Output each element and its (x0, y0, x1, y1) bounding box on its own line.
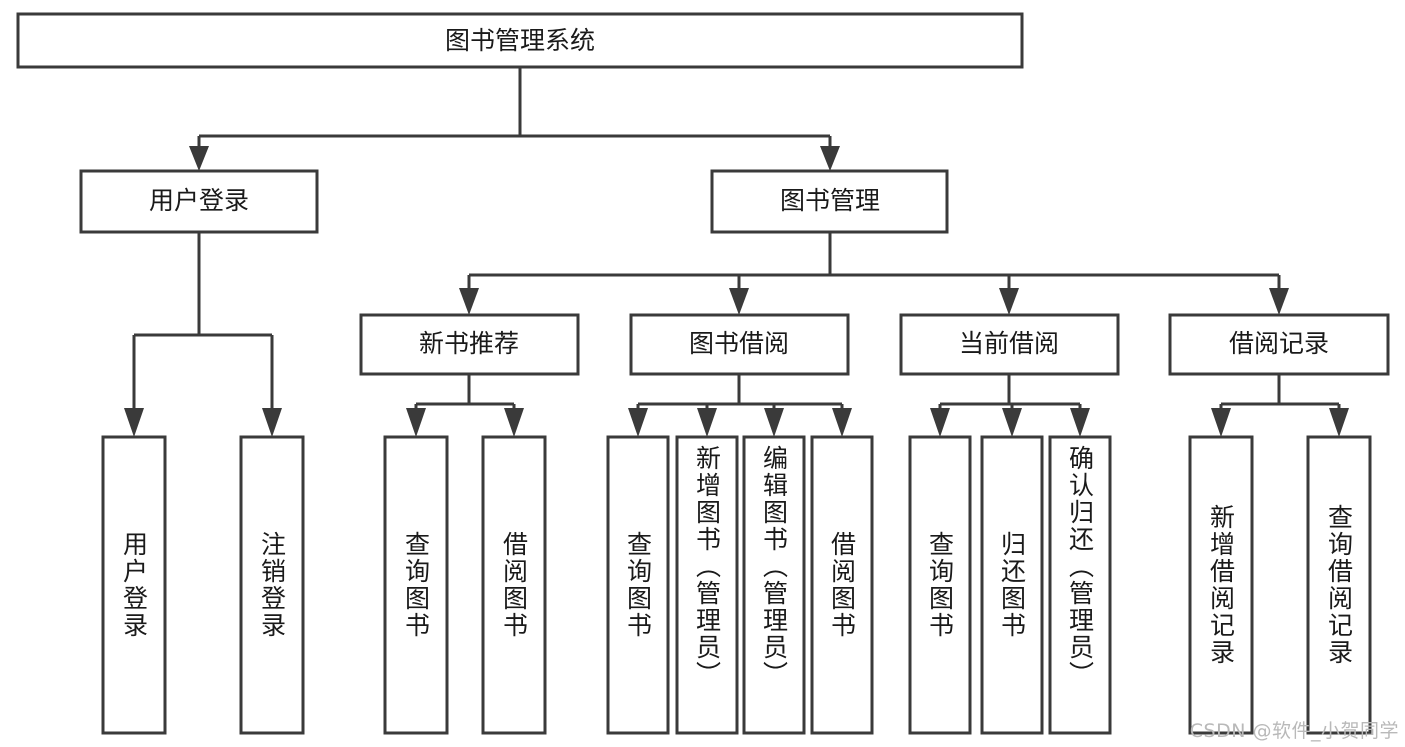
leaf-boxes-group (101, 435, 1372, 735)
node-new-book-recommend[interactable]: 新书推荐 (359, 313, 580, 376)
node-root-system-label: 图书管理系统 (445, 26, 595, 55)
node-root-system[interactable]: 图书管理系统 (16, 12, 1024, 69)
arrow-newbook-leaf-2 (504, 408, 524, 437)
arrow-userlogin-leaf-2 (262, 408, 282, 437)
connectors-group (124, 67, 1349, 437)
node-book-management-label: 图书管理 (780, 186, 880, 215)
node-borrow-records[interactable]: 借阅记录 (1168, 313, 1390, 376)
node-book-management-box[interactable] (710, 169, 949, 234)
node-new-book-recommend-label: 新书推荐 (419, 329, 519, 358)
arrow-root-to-user-login (189, 146, 209, 171)
arrow-bookmgmt-to-records (1269, 288, 1289, 315)
leaf-box-borrow-book[interactable] (810, 435, 874, 735)
node-borrow-records-box[interactable] (1168, 313, 1390, 376)
node-user-login[interactable]: 用户登录 (79, 169, 319, 234)
leaf-box-borrow-book-new[interactable] (481, 435, 547, 735)
leaf-box-query-book-borrow[interactable] (606, 435, 670, 735)
leaf-box-query-book-current[interactable] (908, 435, 972, 735)
arrow-bookmgmt-to-borrow (729, 288, 749, 315)
arrow-borrow-leaf-4 (832, 408, 852, 437)
leaf-box-logout[interactable] (239, 435, 305, 735)
leaf-box-query-borrow-record[interactable] (1306, 435, 1372, 735)
arrow-current-leaf-2 (1002, 408, 1022, 437)
leaf-box-query-book-new[interactable] (383, 435, 449, 735)
node-user-login-box[interactable] (79, 169, 319, 234)
leaf-box-add-borrow-record[interactable] (1188, 435, 1254, 735)
node-book-borrow-box[interactable] (629, 313, 850, 376)
node-root-system-box[interactable] (16, 12, 1024, 69)
arrow-records-leaf-2 (1329, 408, 1349, 437)
arrow-root-to-book-mgmt (820, 146, 840, 171)
arrow-bookmgmt-to-newbook (459, 288, 479, 315)
node-borrow-records-label: 借阅记录 (1229, 329, 1329, 358)
node-current-borrow[interactable]: 当前借阅 (899, 313, 1120, 376)
arrow-borrow-leaf-3 (764, 408, 784, 437)
leaf-box-return-book[interactable] (980, 435, 1044, 735)
node-book-management[interactable]: 图书管理 (710, 169, 949, 234)
node-book-borrow-label: 图书借阅 (689, 329, 789, 358)
arrow-userlogin-leaf-1 (124, 408, 144, 437)
arrow-newbook-leaf-1 (406, 408, 426, 437)
leaf-box-user-login[interactable] (101, 435, 167, 735)
leaf-box-edit-book-admin[interactable] (742, 435, 806, 735)
node-new-book-recommend-box[interactable] (359, 313, 580, 376)
node-current-borrow-box[interactable] (899, 313, 1120, 376)
leaf-box-add-book-admin[interactable] (675, 435, 739, 735)
arrow-borrow-leaf-2 (697, 408, 717, 437)
arrow-borrow-leaf-1 (628, 408, 648, 437)
csdn-watermark: CSDN @软件_小贺同学 (1189, 720, 1399, 742)
arrow-records-leaf-1 (1211, 408, 1231, 437)
arrow-current-leaf-1 (930, 408, 950, 437)
node-book-borrow[interactable]: 图书借阅 (629, 313, 850, 376)
leaf-box-confirm-return-admin[interactable] (1048, 435, 1112, 735)
arrow-current-leaf-3 (1070, 408, 1090, 437)
arrow-bookmgmt-to-current (999, 288, 1019, 315)
node-user-login-label: 用户登录 (149, 186, 249, 215)
node-current-borrow-label: 当前借阅 (959, 329, 1059, 358)
